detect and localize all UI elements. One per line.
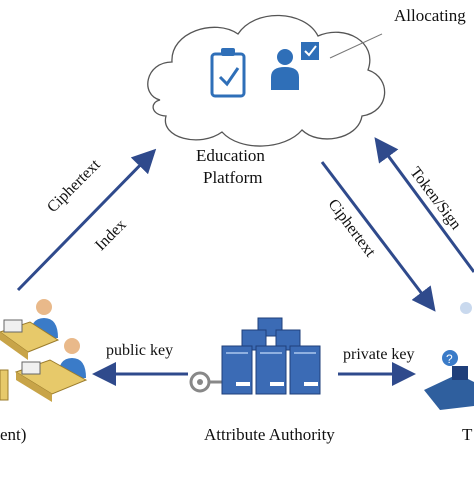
callout-line <box>329 33 383 59</box>
cloud-shape <box>147 14 386 147</box>
platform-label-line2: Platform <box>203 168 263 187</box>
right-node-partial-label: T <box>462 425 473 444</box>
private-key-label: private key <box>343 346 415 363</box>
arrow-token-sign-up <box>374 137 474 273</box>
data-owner-users-icon <box>0 299 88 402</box>
data-user-icon: ? <box>424 302 474 410</box>
public-key-label: public key <box>106 342 174 359</box>
clipboard-icon <box>210 48 246 98</box>
allocating-label: Allocating <box>394 6 466 25</box>
arrow-ciphertext-index-up <box>16 148 157 292</box>
svg-text:?: ? <box>446 352 453 366</box>
user-check-icon <box>271 42 319 90</box>
server-stack-icon <box>221 317 321 395</box>
attribute-authority-label: Attribute Authority <box>204 425 335 444</box>
arrow-ciphertext-down <box>320 161 436 312</box>
platform-label-line1: Education <box>196 146 265 165</box>
left-node-partial-label: ent) <box>0 425 27 444</box>
